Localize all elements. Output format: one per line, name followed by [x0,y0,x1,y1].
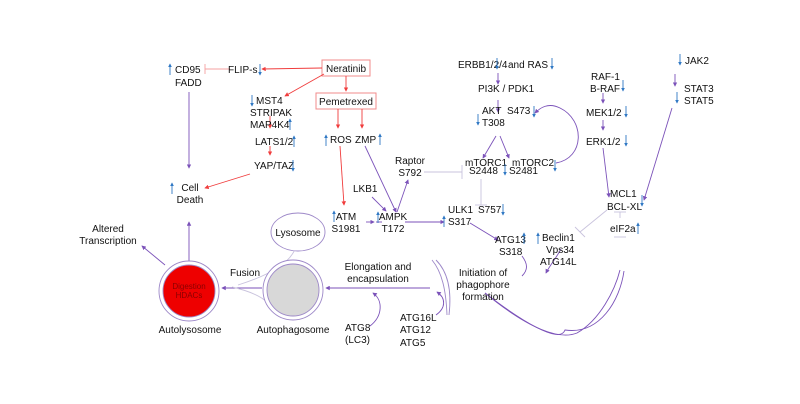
arrow-atg8-elongation [369,292,381,327]
ampk-site-label: T172 [382,224,405,235]
cell-label: Cell [181,183,198,194]
inhibit-mcl1-beclin [579,209,608,233]
ros-label: ROS [330,135,352,146]
and-ras-label: and RAS [508,60,548,71]
arrow-stat-bclxl [642,107,673,201]
autophagosome-label: Autophagosome [257,325,330,336]
map4k4-label: MAP4K4 [250,120,290,131]
mtorc1-label: mTORC1 [465,158,507,169]
arrow-atg16l-elongation [435,291,445,316]
lysosome-label: Lysosome [275,228,321,239]
lc3-label: (LC3) [345,335,370,346]
initiation-line3: formation [462,292,504,303]
arrow-eif2a-path [484,270,625,335]
arrow-neratinib-flips [261,66,323,72]
arrow-beclin-initiation [545,248,562,274]
arrow-lkb1-ampk [371,196,387,212]
arrow-ulk1-atg13 [469,222,499,241]
akt-t308-label: T308 [482,118,505,129]
arrow-akt-mtorc1 [482,135,497,159]
atm-label: ATM [336,212,356,223]
zmp-label: ZMP [355,135,376,146]
mek-label: MEK1/2 [586,108,622,119]
arrow-yaptaz-celldeath [204,173,251,190]
change-indicators [168,54,682,244]
elongation-line1: Elongation and [345,262,412,273]
stripak-label: STRIPAK [250,108,292,119]
bclxl-label: BCL-XL [607,202,642,213]
atm-site-label: S1981 [332,224,361,235]
mtorc2-site-label: S2481 [509,166,538,177]
pemetrexed-label: Pemetrexed [319,97,373,108]
s757-label: S757 [478,205,502,216]
phagophore-crescent [431,259,448,316]
beclin1-label: Beclin1 [542,233,575,244]
arrow-ros-atm [339,145,346,206]
altered-line1: Altered [92,224,124,235]
raptor-label: Raptor [395,156,426,167]
atg16l-label: ATG16L [400,313,437,324]
atg14l-label: ATG14L [540,257,577,268]
vps34-label: Vps34 [546,245,575,256]
lkb1-label: LKB1 [353,184,378,195]
atg8-label: ATG8 [345,323,371,334]
mtorc1-site-label: S2448 [469,166,498,177]
eif2a-label: eIF2a [610,224,636,235]
atg5-label: ATG5 [400,338,426,349]
arrow-ampk-raptor [396,179,409,213]
lats-label: LATS1/2 [255,137,294,148]
initiation-line1: Initiation of [459,268,508,279]
arrow-zmp-ampk [364,145,397,213]
autolysosome: Digestion HDACs [158,260,220,322]
atg13-site-label: S318 [499,247,523,258]
arrow-akt-mtorc2 [499,135,510,159]
mtorc2-label: mTORC2 [512,158,554,169]
arrow-erk-mcl1 [602,147,611,198]
fusion-label: Fusion [230,268,260,279]
stat5-label: STAT5 [684,96,714,107]
atg12-label: ATG12 [400,325,431,336]
arrow-mtorc2-akt-s473 [534,105,579,164]
raptor-site-label: S792 [398,168,422,179]
ampk-label: AMPK [379,212,408,223]
stat3-label: STAT3 [684,84,714,95]
jak2-label: JAK2 [685,56,709,67]
erbb-label: ERBB1/2/4 [458,60,508,71]
elongation-line2: encapsulation [347,274,409,285]
pemetrexed-box: Pemetrexed [315,92,377,110]
arrow-autolysosome-transcription [141,245,166,266]
pi3k-label: PI3K / PDK1 [478,84,535,95]
fadd-label: FADD [175,78,202,89]
mst4-label: MST4 [256,96,283,107]
akt-label: AKT [482,106,501,117]
raf1-label: RAF-1 [591,72,620,83]
braf-label: B-RAF [590,84,620,95]
atg13-label: ATG13 [495,235,526,246]
altered-line2: Transcription [79,236,136,247]
initiation-line2: phagophore [456,280,510,291]
yaptaz-label: YAP/TAZ [254,161,294,172]
erk-label: ERK1/2 [586,137,621,148]
autolysosome-label: Autolysosome [159,325,222,336]
digestion-label: Digestion [172,282,205,291]
autophagosome [262,259,324,321]
neratinib-box: Neratinib [321,59,371,77]
ulk1-label: ULK1 [448,205,473,216]
arrow-neratinib-mst4 [284,73,325,97]
hdacs-label: HDACs [176,291,203,300]
cd95-label: CD95 [175,65,201,76]
death-label: Death [177,195,204,206]
neratinib-label: Neratinib [326,64,366,75]
flips-label: FLIP-s [228,65,257,76]
akt-s473-label: S473 [507,106,531,117]
lysosome: Lysosome [270,212,326,252]
ulk1-site-label: S317 [448,217,472,228]
mcl1-label: MCL1 [610,189,637,200]
